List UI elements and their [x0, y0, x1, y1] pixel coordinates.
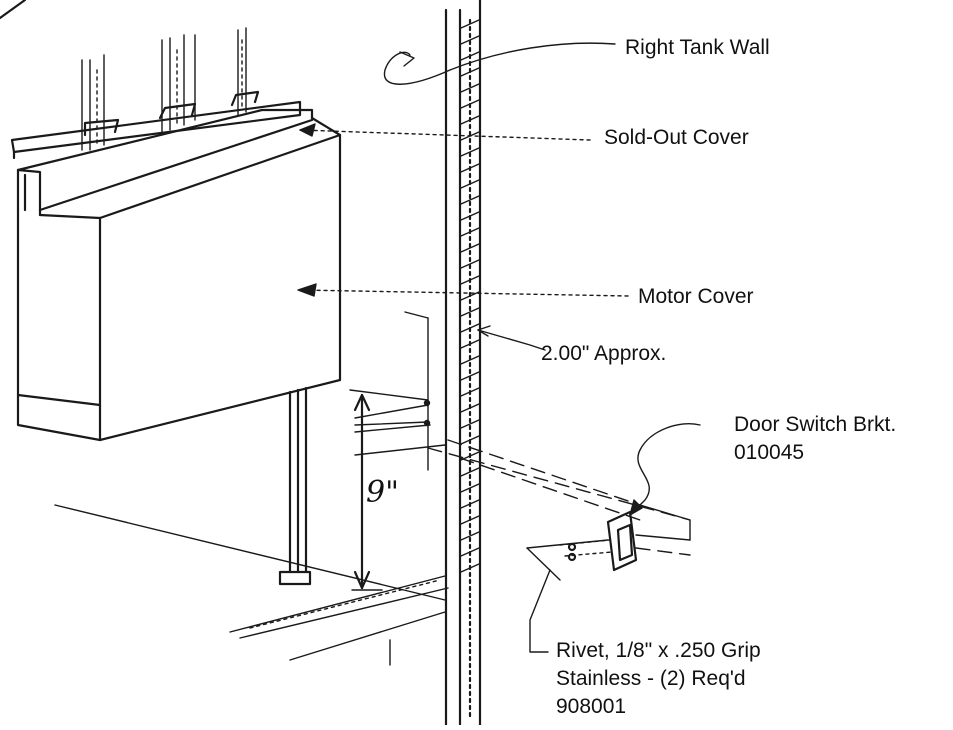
floor-lines	[54, 504, 449, 666]
hatch-mark	[460, 211, 480, 221]
label-rivet-part: 908001	[556, 695, 627, 718]
hatch-mark	[460, 483, 480, 493]
cabinet-legs	[278, 386, 312, 586]
hatch-mark	[460, 355, 480, 365]
door-switch-bracket	[526, 510, 691, 581]
hatch-mark	[460, 531, 480, 541]
hatch-mark	[460, 515, 480, 525]
hatch-mark	[460, 115, 480, 125]
hatch-mark	[460, 227, 480, 237]
label-door-switch-part: 010045	[734, 441, 805, 464]
leader-lines	[297, 42, 701, 653]
label-right-tank-wall: Right Tank Wall	[625, 36, 770, 59]
wall-hatching	[460, 19, 480, 573]
height-dimension	[351, 393, 383, 591]
hatch-mark	[460, 35, 480, 45]
hatch-mark	[460, 195, 480, 205]
hatch-mark	[460, 467, 480, 477]
leader-door-switch	[629, 423, 701, 516]
back-studs	[81, 27, 247, 151]
label-height-dimension: 9"	[366, 475, 399, 510]
label-motor-cover: Motor Cover	[638, 285, 754, 308]
hatch-mark	[460, 371, 480, 381]
hatch-mark	[460, 291, 480, 301]
leader-right-tank-wall	[383, 42, 616, 85]
hatch-mark	[460, 51, 480, 61]
label-rivet-material: Stainless - (2) Req'd	[556, 667, 746, 690]
hatch-mark	[460, 259, 480, 269]
approx-dimension	[404, 311, 546, 471]
hatch-mark	[460, 563, 480, 573]
hatch-mark	[460, 307, 480, 317]
leader-sold-out-cover	[299, 129, 591, 141]
hatch-mark	[460, 99, 480, 109]
hatch-mark	[460, 179, 480, 189]
hatch-mark	[460, 499, 480, 509]
motor-cover-box	[16, 108, 342, 442]
hatch-mark	[460, 147, 480, 157]
hatch-mark	[460, 163, 480, 173]
hatch-mark	[460, 83, 480, 93]
label-approx-dimension: 2.00" Approx.	[541, 342, 667, 365]
mounting-planes	[349, 389, 691, 541]
hatch-mark	[460, 403, 480, 413]
label-door-switch-brkt: Door Switch Brkt.	[734, 413, 897, 436]
label-sold-out-cover: Sold-Out Cover	[604, 126, 749, 149]
sold-out-cover-rail	[10, 90, 302, 160]
hatch-mark	[460, 323, 480, 333]
hatch-mark	[460, 339, 480, 349]
corner-mark	[0, 0, 27, 20]
hatch-mark	[460, 243, 480, 253]
hatch-mark	[460, 387, 480, 397]
hatch-mark	[460, 419, 480, 429]
hatch-mark	[460, 547, 480, 557]
label-rivet-spec: Rivet, 1/8" x .250 Grip	[556, 639, 761, 662]
leader-rivet	[529, 569, 551, 653]
hatch-mark	[460, 19, 480, 29]
hatch-mark	[460, 275, 480, 285]
hatch-mark	[460, 435, 480, 445]
right-tank-wall	[444, 0, 482, 727]
leader-motor-cover	[299, 289, 629, 297]
hatch-mark	[460, 67, 480, 77]
